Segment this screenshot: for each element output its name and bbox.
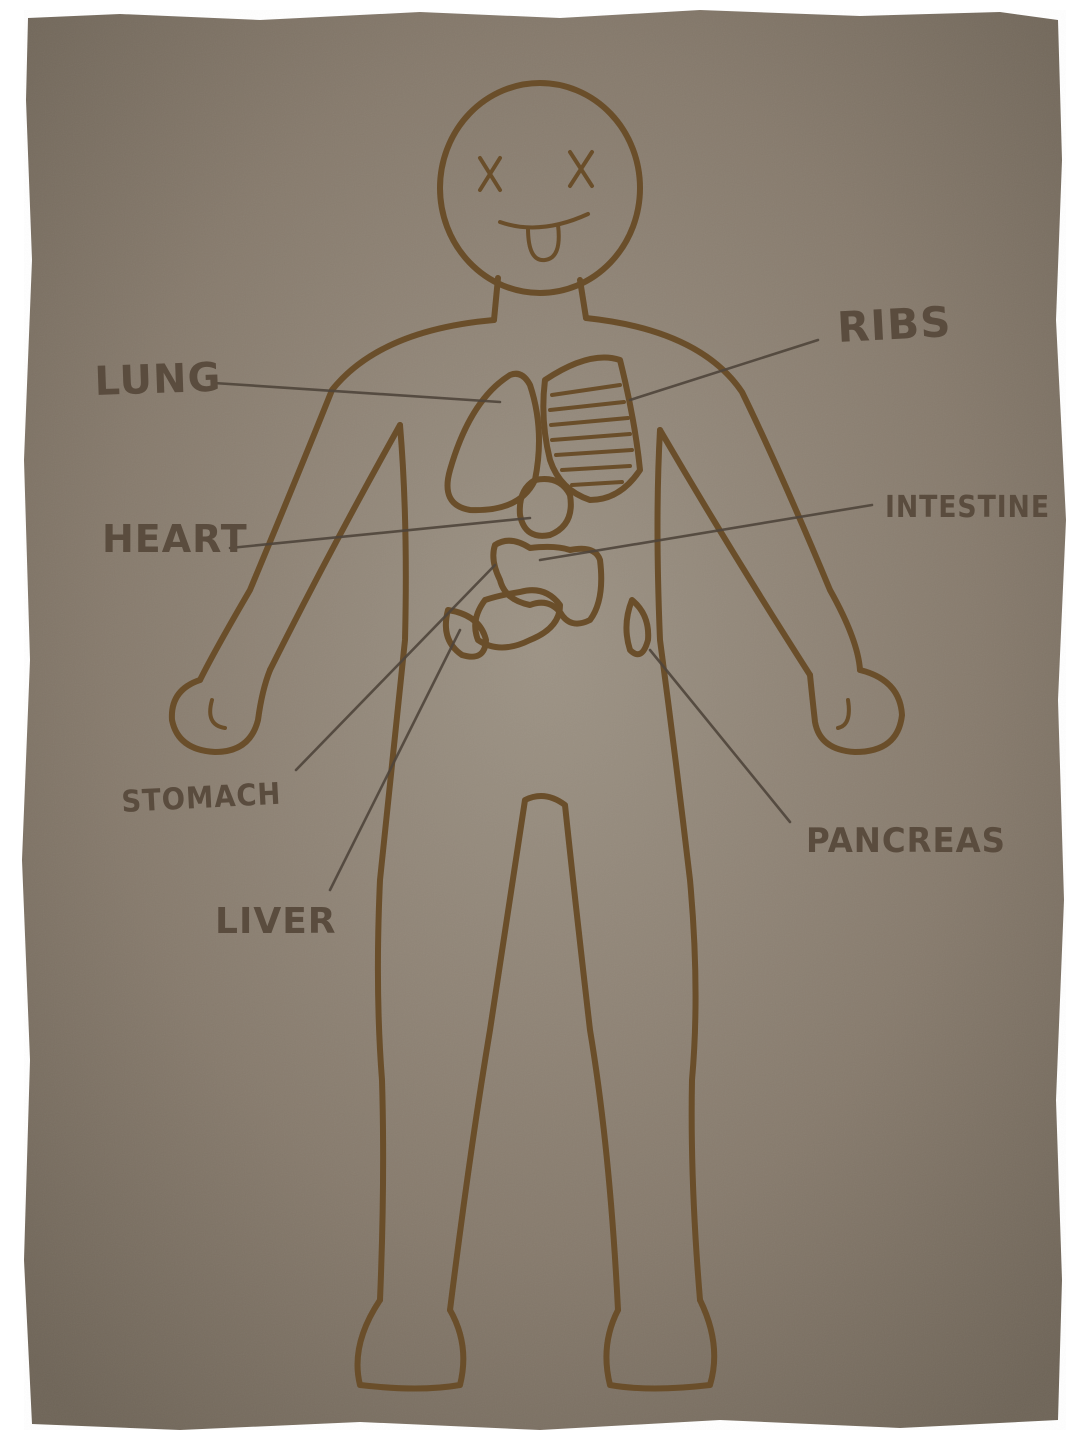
right-foot [603, 1297, 718, 1392]
inner-legs [447, 793, 621, 1313]
label-ribs: RIBS [836, 297, 953, 352]
label-pancreas: PANCREAS [806, 821, 1006, 861]
stomach-organ [472, 587, 563, 651]
label-lung: LUNG [94, 355, 222, 405]
left-arm [197, 317, 497, 683]
label-stomach: STOMACH [121, 777, 283, 820]
ribs-organ [540, 354, 643, 503]
label-heart: HEART [102, 517, 248, 561]
torso-right [654, 427, 703, 1303]
left-foot [354, 1297, 467, 1392]
pancreas-organ [623, 597, 652, 658]
right-arm [583, 315, 863, 673]
label-liver: LIVER [215, 901, 337, 942]
intestine-organ [490, 537, 605, 627]
right-fist [807, 667, 905, 755]
mouth [498, 212, 590, 263]
liver-organ [442, 607, 489, 660]
lung-organ [444, 370, 542, 514]
left-fist [168, 667, 273, 755]
x-eyes [478, 150, 594, 192]
torso-left [374, 422, 409, 1303]
leader-lines [212, 338, 874, 892]
head [437, 80, 643, 296]
organs [442, 354, 652, 660]
neck [491, 275, 589, 323]
label-intestine: INTESTINE [885, 490, 1050, 525]
human-figure [168, 80, 905, 1392]
paper-texture [24, 10, 1066, 1430]
